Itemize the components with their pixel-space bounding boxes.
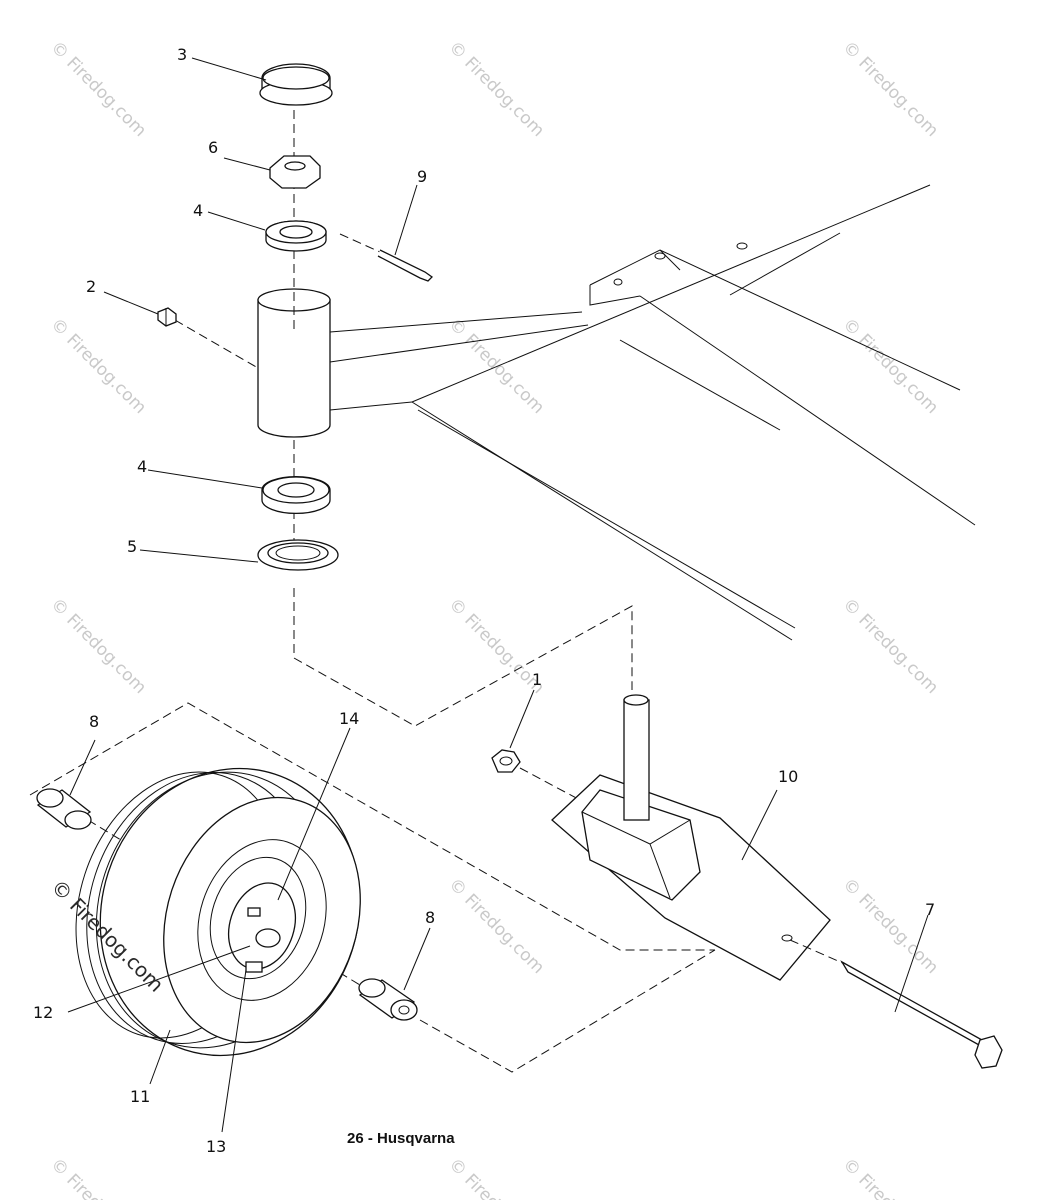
cotter-pin [339, 233, 434, 282]
watermark: © Firedog.com [46, 37, 150, 141]
watermark: © Firedog.com [838, 37, 942, 141]
watermark: © Firedog.com [444, 1154, 548, 1200]
dust-cap [259, 63, 333, 106]
watermark: © Firedog.com [838, 1154, 942, 1200]
watermark: © Firedog.com [838, 874, 942, 978]
seal-washer [257, 539, 339, 571]
watermark: © Firedog.com [444, 37, 548, 141]
castle-nut [269, 155, 321, 189]
spacer-right [358, 978, 418, 1021]
watermark: © Firedog.com [838, 594, 942, 698]
callout-10: 10 [778, 767, 798, 786]
callout-3: 3 [177, 45, 187, 64]
callout-13: 13 [206, 1137, 226, 1156]
lock-nut [491, 749, 581, 801]
watermark: © Firedog.com [46, 594, 150, 698]
caster-wheel [75, 767, 361, 1057]
bearing-lower [261, 475, 331, 515]
callout-9: 9 [417, 167, 427, 186]
watermark: © Firedog.com [444, 314, 548, 418]
callout-labels: 1 2 3 4 4 5 6 7 8 8 9 10 11 12 13 14 [33, 45, 935, 1156]
callout-14: 14 [339, 709, 359, 728]
diagram-caption: 26 - Husqvarna [347, 1130, 455, 1147]
callout-4: 4 [193, 201, 203, 220]
spacer-left [36, 788, 92, 830]
callout-8: 8 [89, 712, 99, 731]
grease-fitting [157, 307, 177, 327]
callout-11: 11 [130, 1087, 150, 1106]
callout-4: 4 [137, 457, 147, 476]
watermark: © Firedog.com [838, 314, 942, 418]
watermark: © Firedog.com [46, 314, 150, 418]
bearing-upper [265, 220, 327, 252]
callout-6: 6 [208, 138, 218, 157]
callout-8: 8 [425, 908, 435, 927]
callout-1: 1 [532, 670, 542, 689]
callout-12: 12 [33, 1003, 53, 1022]
axle-bolt [840, 960, 1003, 1069]
assembly-axis [174, 110, 633, 727]
caster-yoke [551, 694, 846, 981]
watermark: © Firedog.com [444, 874, 548, 978]
leader-lines [67, 57, 929, 1133]
callout-5: 5 [127, 537, 137, 556]
watermark: © Firedog.com [46, 1154, 150, 1200]
callout-2: 2 [86, 277, 96, 296]
callout-7: 7 [925, 900, 935, 919]
deck-frame [329, 184, 976, 641]
